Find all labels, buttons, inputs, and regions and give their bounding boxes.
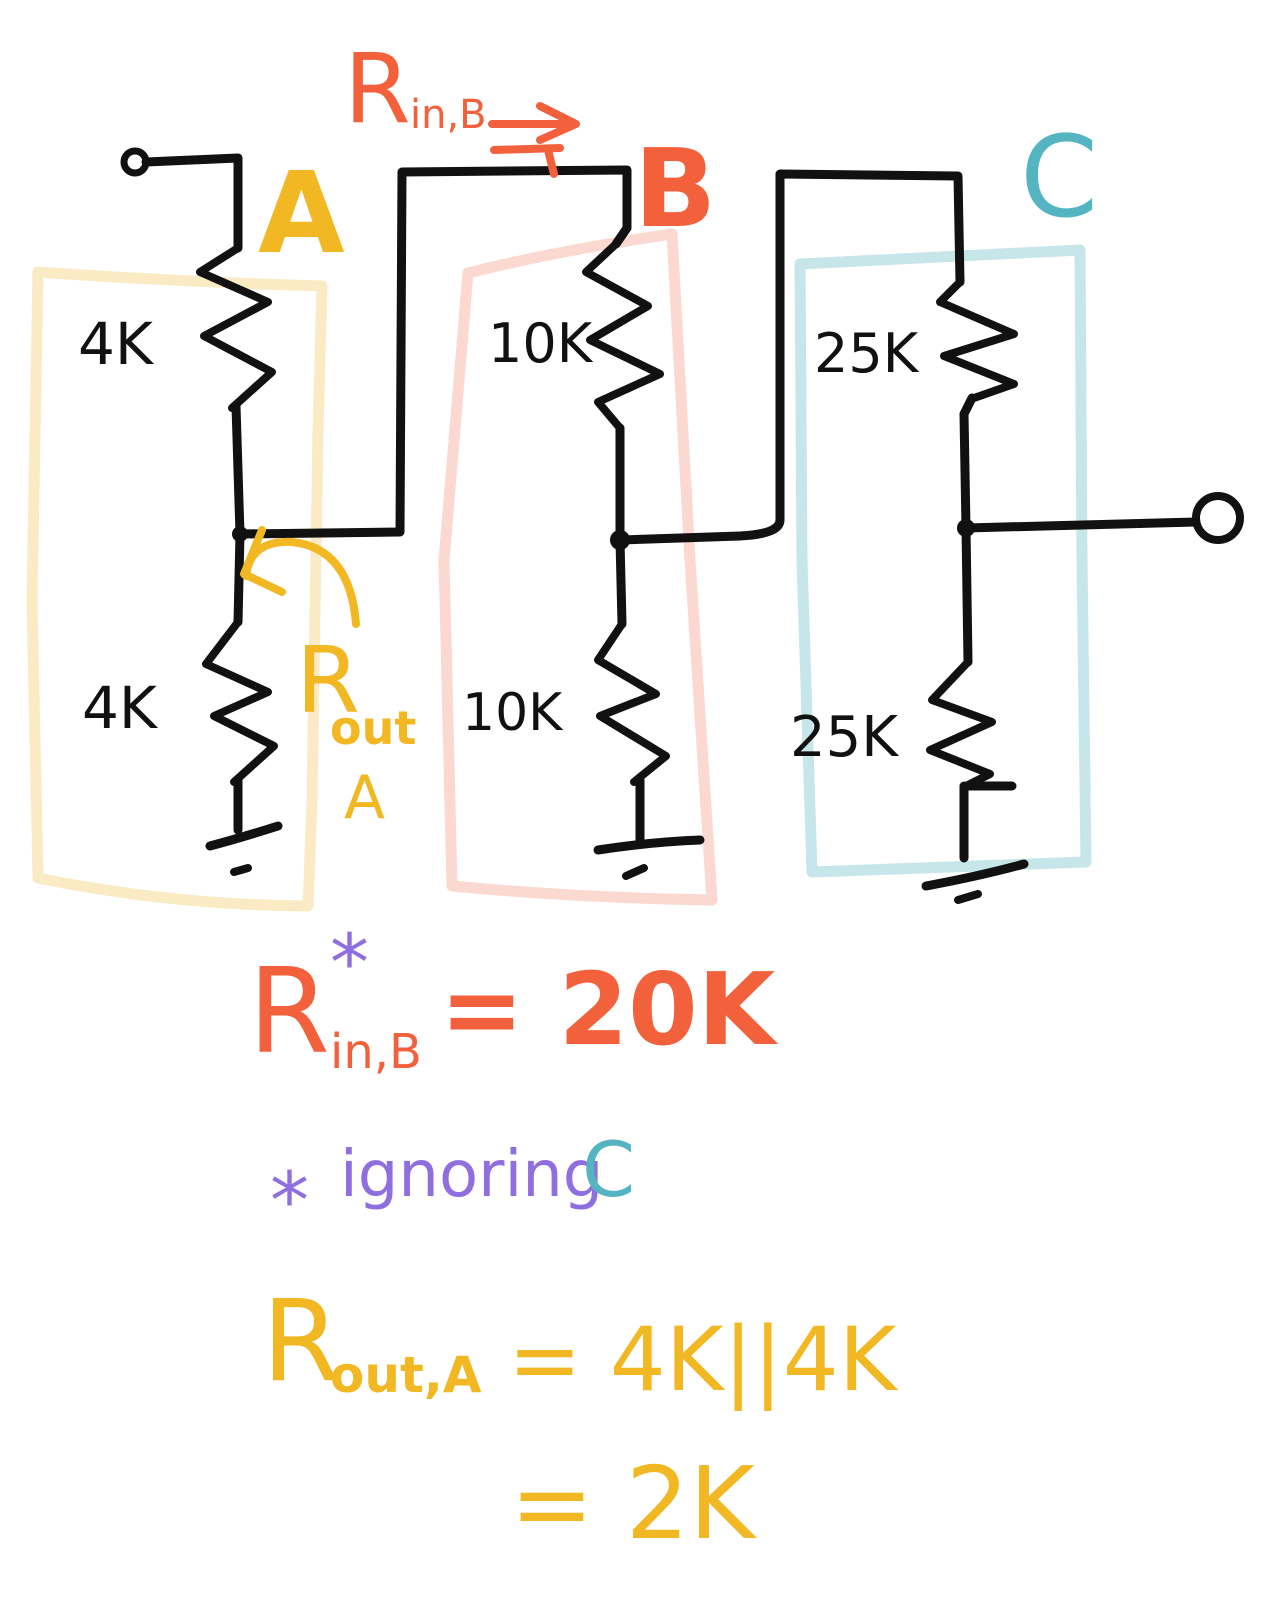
ground-a [205,821,283,851]
rout-eq-main: R [262,1277,340,1407]
stage-a-top-value: 4K [78,310,155,378]
rout-equation: R out,A = 4K||4K = 2K [262,1277,899,1562]
stage-a-top-resistor [196,244,276,412]
note-text: ignoring [340,1138,603,1212]
rin-b-label-main: R [344,33,411,145]
output-terminal [1192,492,1244,544]
stage-b-label: B [634,127,716,252]
rout-eq-line2: = 2K [510,1445,757,1562]
stage-a-bottom-value: 4K [82,674,159,742]
rin-eq-rhs: = 20K [440,951,779,1068]
stage-b-top-value: 10K [488,312,594,375]
stage-a-bottom-resistor [202,618,278,786]
rin-b-annotation: R in,B [344,33,580,178]
rout-a-arrow [240,526,360,628]
rin-b-arrow [488,102,580,178]
rout-eq-rhs: = 4K||4K [508,1308,899,1412]
stage-c-circuit [921,278,1244,904]
stage-c-label: C [1020,113,1098,243]
stage-b-bottom-value: 10K [462,683,564,743]
rout-a-label-sub: out [330,701,416,755]
rout-eq-sub: out,A [330,1346,482,1404]
stage-a-box [26,266,328,912]
note-c: C [582,1125,635,1214]
stage-b-box [438,228,718,906]
rin-eq-main: R [248,942,330,1080]
rout-a-label-sub2: A [344,763,385,833]
ignoring-note: * ignoring C [270,1125,635,1247]
stage-c-bottom-value: 25K [790,705,899,770]
stage-c-top-value: 25K [814,322,920,385]
stage-c-top-resistor [936,278,1018,402]
stage-b-bottom-resistor [594,620,670,786]
rout-a-label-main: R [296,627,360,734]
stage-b-top-resistor [582,240,664,432]
ground-c [921,859,1029,891]
rout-a-annotation: R out A [240,526,416,833]
note-star: * [270,1157,309,1247]
stage-a-label: A [258,149,345,279]
rin-equation: * R in,B = 20K [248,919,779,1080]
rin-eq-sub: in,B [330,1024,422,1080]
stage-c-bottom-resistor [926,658,996,790]
stage-c-box [794,244,1092,878]
rin-eq-star: * [330,919,369,1009]
stage-a-circuit [120,147,632,876]
ground-b [593,835,705,855]
stage-b-circuit [582,169,965,880]
rin-b-label-sub: in,B [410,92,487,138]
